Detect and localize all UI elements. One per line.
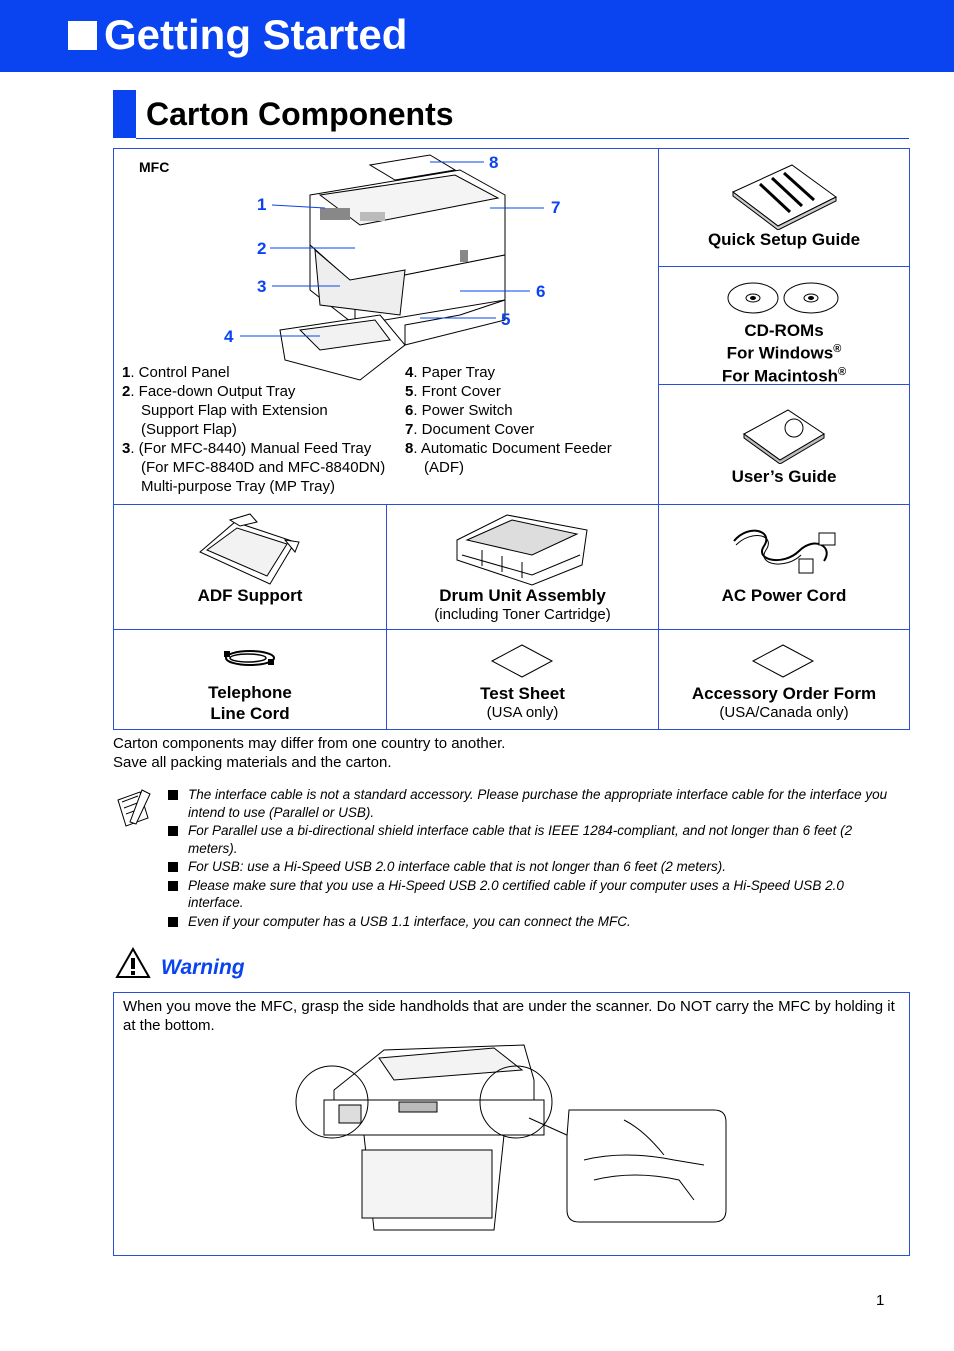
users-guide-icon [743, 409, 825, 464]
mfc-illustration [279, 154, 506, 381]
part-item: (For MFC-8840D and MFC-8840DN) [141, 459, 386, 476]
telephone-line-cord-icon [224, 650, 275, 666]
part-item: (Support Flap) [141, 421, 237, 438]
part-item: 5. Front Cover [405, 383, 501, 400]
carry-mfc-illustration [295, 1044, 727, 1231]
accessory-order-form-label: Accessory Order Form (USA/Canada only) [691, 684, 877, 721]
note-item: Please make sure that you use a Hi-Speed… [168, 877, 903, 912]
note-item: For USB: use a Hi-Speed USB 2.0 interfac… [168, 858, 903, 876]
quick-setup-guide-icon [732, 164, 837, 230]
grid-line [658, 148, 659, 730]
adf-support-label: ADF Support [197, 586, 303, 605]
callout-5: 5 [501, 310, 511, 329]
note-item: Even if your computer has a USB 1.1 inte… [168, 913, 903, 931]
part-item: (ADF) [424, 459, 464, 476]
part-item: 3. (For MFC-8440) Manual Feed Tray [122, 440, 372, 457]
drum-unit-label: Drum Unit Assembly (including Toner Cart… [434, 586, 611, 623]
grid-line [658, 384, 910, 385]
ac-power-cord-icon [733, 529, 836, 574]
drum-unit-icon [456, 514, 588, 586]
part-item: 8. Automatic Document Feeder [405, 440, 612, 457]
warning-text: When you move the MFC, grasp the side ha… [123, 998, 895, 1034]
grid-line [658, 266, 910, 267]
components-table [113, 148, 910, 730]
part-item: 6. Power Switch [405, 402, 513, 419]
test-sheet-icon [490, 644, 554, 678]
warning-icon [115, 947, 151, 978]
test-sheet-label: Test Sheet (USA only) [480, 684, 565, 721]
section-marker [113, 90, 136, 138]
note-icon [117, 789, 151, 827]
accessory-order-form-icon [751, 644, 815, 678]
telephone-line-cord-label: Telephone Line Cord [208, 683, 292, 723]
grid-line [386, 504, 387, 730]
callout-4: 4 [224, 327, 234, 346]
parts-list-right: 4. Paper Tray 5. Front Cover 6. Power Sw… [405, 363, 612, 477]
header-square-icon [68, 21, 97, 50]
note-item: The interface cable is not a standard ac… [168, 786, 903, 821]
notes-list: The interface cable is not a standard ac… [168, 786, 903, 931]
page-number: 1 [876, 1292, 885, 1309]
header-bar: Getting Started [0, 0, 954, 72]
grid-line [113, 504, 910, 505]
part-item: 4. Paper Tray [405, 364, 496, 381]
callout-1: 1 [257, 195, 267, 214]
part-item: 7. Document Cover [405, 421, 535, 438]
section-title: Carton Components [146, 96, 454, 132]
users-guide-label: User’s Guide [731, 467, 837, 486]
quick-setup-guide-label: Quick Setup Guide [707, 230, 861, 249]
callout-3: 3 [257, 277, 267, 296]
part-item: 2. Face-down Output Tray [122, 383, 296, 400]
part-item: 1. Control Panel [122, 364, 230, 381]
warning-title: Warning [161, 956, 245, 979]
mfc-label: MFC [139, 159, 170, 175]
callout-6: 6 [536, 282, 546, 301]
callout-2: 2 [257, 239, 267, 258]
part-item: Support Flap with Extension [141, 402, 328, 419]
ac-power-cord-label: AC Power Cord [721, 586, 847, 605]
parts-list-left: 1. Control Panel 2. Face-down Output Tra… [122, 363, 385, 496]
adf-support-icon [199, 513, 300, 585]
grid-line [113, 629, 910, 630]
cd-roms-label: CD-ROMs For Windows® For Macintosh® [721, 321, 847, 386]
note-item: For Parallel use a bi-directional shield… [168, 822, 903, 857]
callout-lines [240, 161, 544, 337]
section-rule [136, 138, 909, 139]
carton-caption: Carton components may differ from one co… [113, 735, 506, 771]
callout-7: 7 [551, 198, 561, 217]
part-item: Multi-purpose Tray (MP Tray) [141, 478, 335, 495]
callout-8: 8 [489, 153, 499, 172]
cd-roms-icon [727, 282, 839, 314]
page-title: Getting Started [104, 11, 408, 58]
warning-box [113, 992, 910, 1256]
